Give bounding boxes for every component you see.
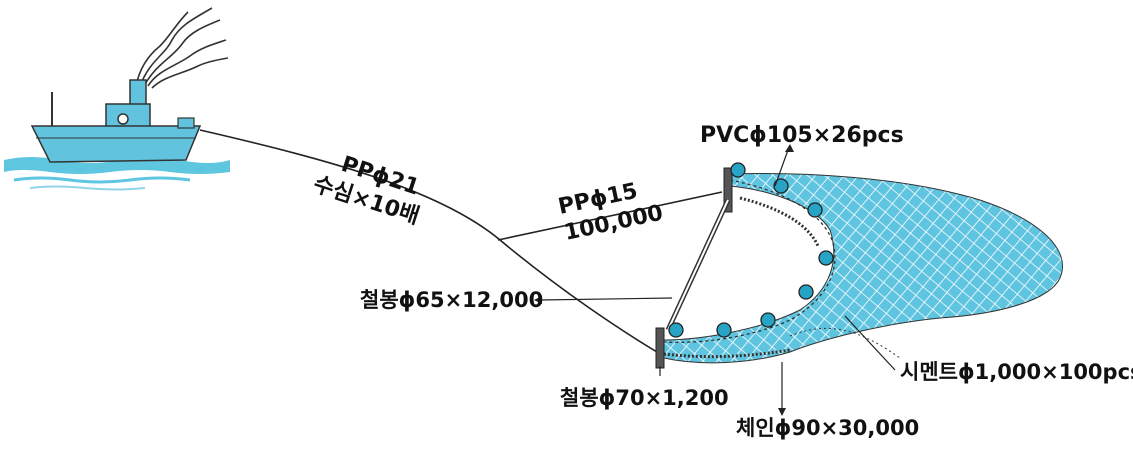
rope-lines (199, 129, 723, 356)
float-icon (818, 250, 834, 266)
fishing-boat-icon (4, 7, 230, 191)
bridle-line (497, 191, 723, 241)
smoke-icon (135, 7, 229, 89)
chain-label: 체인ϕ90×30,000 (736, 416, 919, 440)
leader-arrows (534, 144, 794, 416)
steel-bar-upper-label: 철봉ϕ65×12,000 (360, 288, 543, 312)
trawl-net (663, 173, 1063, 364)
float-icon (716, 322, 732, 338)
pvc-float-label: PVCϕ105×26pcs (700, 123, 904, 148)
steel-bar-lower (655, 327, 665, 369)
main-line (199, 129, 663, 356)
float-icon (760, 312, 776, 328)
beam (665, 198, 731, 332)
pvc-floats (668, 162, 834, 338)
float-icon (730, 162, 746, 178)
float-icon (798, 284, 814, 300)
water-surface (4, 157, 230, 191)
float-icon (773, 178, 789, 194)
cement-weight-label: 시멘트ϕ1,000×100pcs (900, 360, 1133, 384)
steel-bar-lower-label: 철봉ϕ70×1,200 (560, 386, 729, 410)
float-icon (807, 202, 823, 218)
steel-bar-upper (723, 167, 733, 213)
float-icon (668, 322, 684, 338)
leader-lines (539, 149, 896, 410)
